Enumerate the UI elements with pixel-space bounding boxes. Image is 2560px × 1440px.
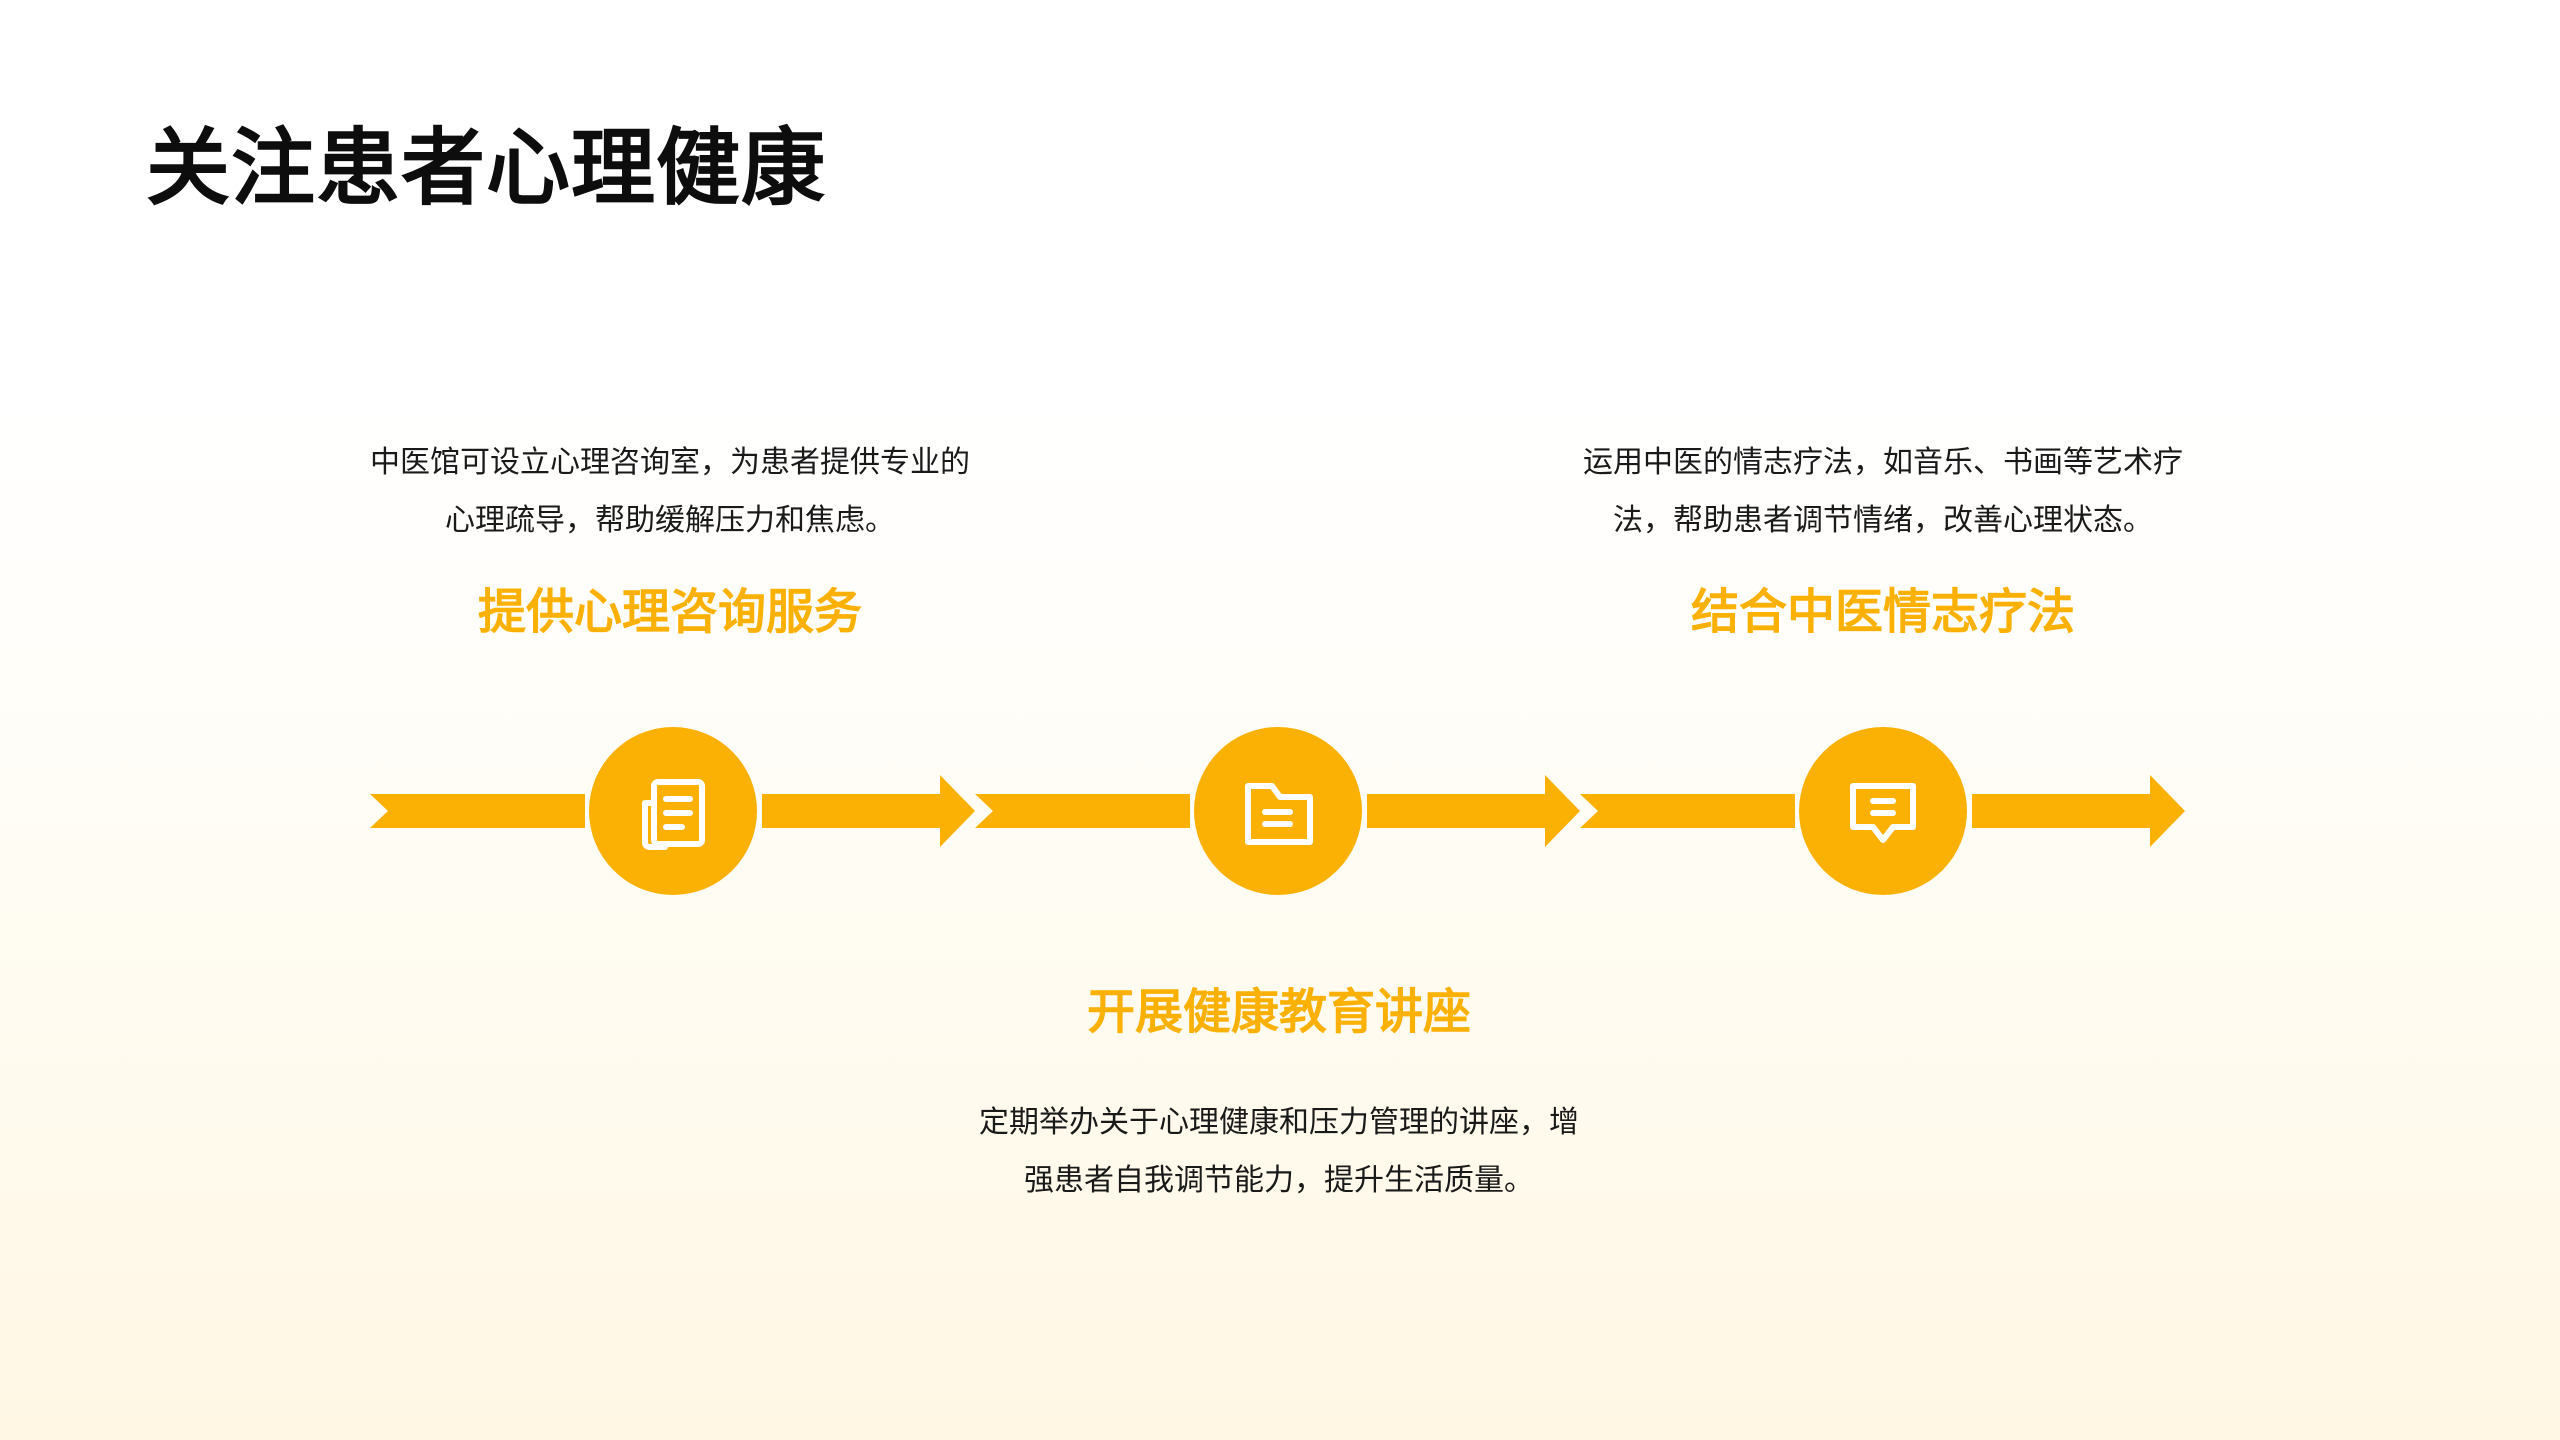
- folder-icon: [1245, 783, 1313, 845]
- message-icon: [1850, 783, 1916, 843]
- step-2-desc-line-1: 定期举办关于心理健康和压力管理的讲座，增: [979, 1105, 1579, 1140]
- step-3-desc-line-2: 法，帮助患者调节情绪，改善心理状态。: [1613, 503, 2153, 538]
- step-1-description: 中医馆可设立心理咨询室，为患者提供专业的 心理疏导，帮助缓解压力和焦虑。: [300, 434, 1040, 550]
- step-2-heading: 开展健康教育讲座: [1086, 984, 1471, 1040]
- step-1-desc-line-2: 心理疏导，帮助缓解压力和焦虑。: [445, 503, 895, 538]
- timeline-arrow-3-right: [1972, 775, 2185, 847]
- step-3-heading: 结合中医情志疗法: [1690, 584, 2075, 640]
- step-2-desc-line-2: 强患者自我调节能力，提升生活质量。: [1024, 1163, 1534, 1198]
- timeline-arrow-2-right: [1367, 775, 1580, 847]
- step-1-desc-line-1: 中医馆可设立心理咨询室，为患者提供专业的: [370, 445, 970, 480]
- timeline-arrow-3-left: [1580, 794, 1795, 828]
- step-1-heading: 提供心理咨询服务: [477, 584, 862, 640]
- step-2-description: 定期举办关于心理健康和压力管理的讲座，增 强患者自我调节能力，提升生活质量。: [909, 1094, 1649, 1210]
- step-3-desc-line-1: 运用中医的情志疗法，如音乐、书画等艺术疗: [1583, 445, 2183, 480]
- timeline-arrow-1-right: [762, 775, 975, 847]
- step-3-description: 运用中医的情志疗法，如音乐、书画等艺术疗 法，帮助患者调节情绪，改善心理状态。: [1513, 434, 2253, 550]
- page-title: 关注患者心理健康: [146, 119, 827, 217]
- timeline-arrow-2-left: [975, 794, 1190, 828]
- document-icon: [642, 779, 705, 850]
- timeline-arrow-1-left: [370, 794, 585, 828]
